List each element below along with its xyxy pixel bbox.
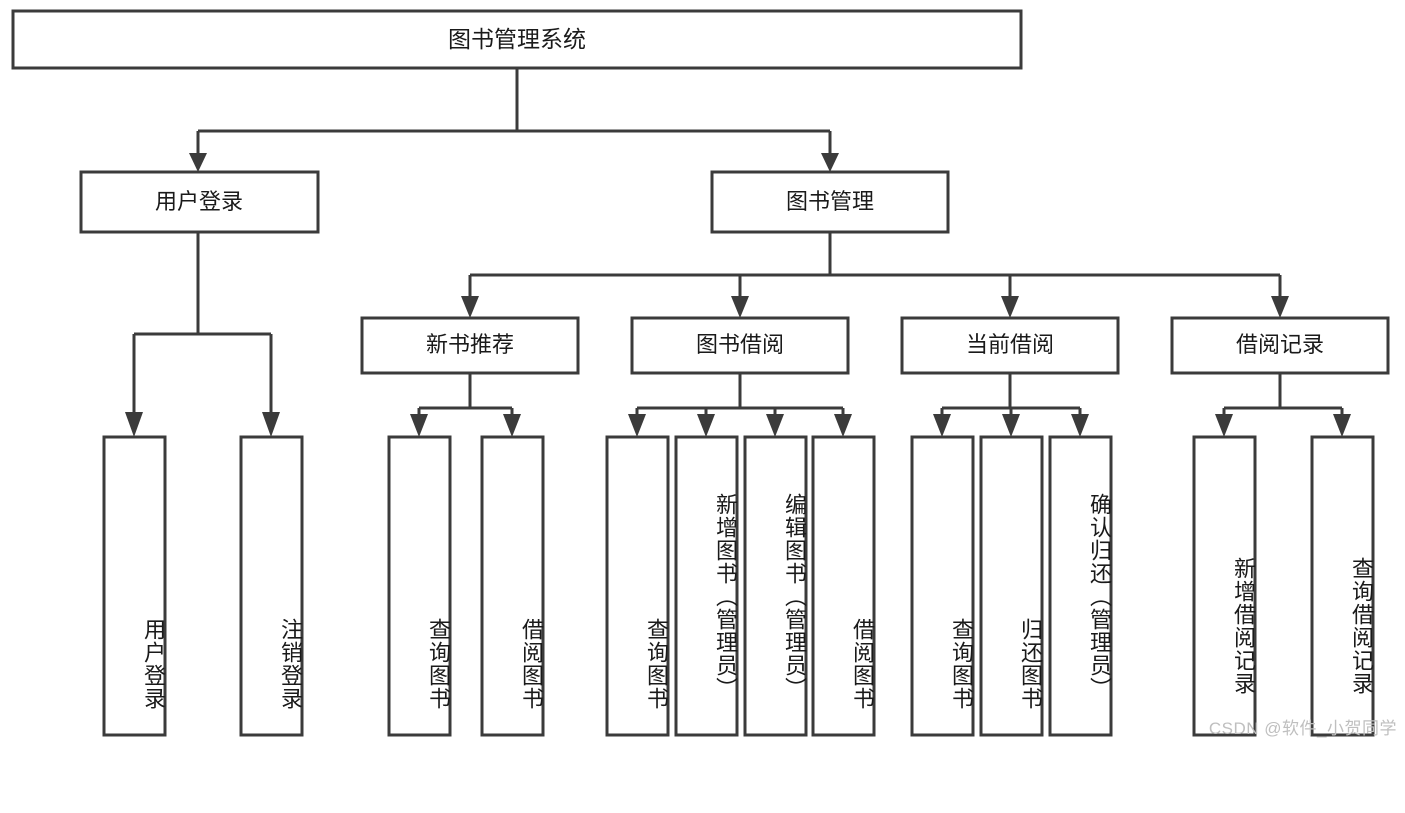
leaf-query-book-3-rect[interactable] xyxy=(910,435,975,737)
arrow-head-leaf-borrow-book-2 xyxy=(834,414,852,437)
leaf-query-book-1-rect[interactable] xyxy=(387,435,452,737)
leaf-add-book-rect[interactable] xyxy=(674,435,739,737)
leaf-query-book-2-rect[interactable] xyxy=(605,435,670,737)
arrow-head-leaf-query-record xyxy=(1333,414,1351,437)
node-book-manage-rect[interactable] xyxy=(710,170,950,234)
leaf-add-record-rect[interactable] xyxy=(1192,435,1257,737)
arrow-head-borrow-record xyxy=(1271,296,1289,318)
node-new-book-recommend[interactable]: 新书推荐 xyxy=(360,316,580,375)
arrow-head-leaf-add-book xyxy=(697,414,715,437)
node-new-book-recommend-rect[interactable] xyxy=(360,316,580,375)
leaf-edit-book-rect[interactable] xyxy=(743,435,808,737)
arrow-head-leaf-borrow-book-1 xyxy=(503,414,521,437)
node-book-borrow[interactable]: 图书借阅 xyxy=(630,316,850,375)
arrow-head-book-manage xyxy=(821,153,839,172)
arrow-head-leaf-add-record xyxy=(1215,414,1233,437)
arrow-head-current-borrow xyxy=(1001,296,1019,318)
leaf-return-book-rect[interactable] xyxy=(979,435,1044,737)
arrow-head-leaf-return-book xyxy=(1002,414,1020,437)
node-user-login-rect[interactable] xyxy=(79,170,320,234)
node-new-book-recommend-label: 新书推荐 xyxy=(426,332,514,357)
arrow-head-leaf-query-book-2 xyxy=(628,414,646,437)
connector-group xyxy=(125,68,1351,437)
leaf-borrow-book-1-rect[interactable] xyxy=(480,435,545,737)
node-current-borrow[interactable]: 当前借阅 xyxy=(900,316,1120,375)
arrow-head-leaf-user-logout xyxy=(262,412,280,437)
arrow-head-leaf-user-login xyxy=(125,412,143,437)
arrow-head-leaf-edit-book xyxy=(766,414,784,437)
arrow-head-user-login xyxy=(189,153,207,172)
node-root-rect[interactable] xyxy=(11,9,1023,70)
arrow-head-new-book-recommend xyxy=(461,296,479,318)
node-user-login[interactable]: 用户登录 xyxy=(79,170,320,234)
arrow-head-book-borrow xyxy=(731,296,749,318)
node-root-label: 图书管理系统 xyxy=(448,26,586,52)
leaf-borrow-book-2-rect[interactable] xyxy=(811,435,876,737)
leaf-user-login-rect[interactable] xyxy=(102,435,167,737)
node-current-borrow-label: 当前借阅 xyxy=(966,332,1054,357)
node-book-manage[interactable]: 图书管理 xyxy=(710,170,950,234)
node-borrow-record-rect[interactable] xyxy=(1170,316,1390,375)
node-book-borrow-rect[interactable] xyxy=(630,316,850,375)
leaf-query-record-rect[interactable] xyxy=(1310,435,1375,737)
arrow-head-leaf-query-book-1 xyxy=(410,414,428,437)
node-borrow-record[interactable]: 借阅记录 xyxy=(1170,316,1390,375)
watermark-text: CSDN @软件_小贺同学 xyxy=(1208,719,1397,738)
node-borrow-record-label: 借阅记录 xyxy=(1236,332,1324,357)
arrow-head-leaf-query-book-3 xyxy=(933,414,951,437)
diagram-canvas: 图书管理系统 用户登录 图书管理 新书推荐 图书借阅 当前借阅 借阅记录 xyxy=(11,9,1397,738)
arrow-head-leaf-confirm-return xyxy=(1071,414,1089,437)
leaf-confirm-return-rect[interactable] xyxy=(1048,435,1113,737)
leaf-user-logout-rect[interactable] xyxy=(239,435,304,737)
node-book-borrow-label: 图书借阅 xyxy=(696,332,784,357)
node-current-borrow-rect[interactable] xyxy=(900,316,1120,375)
node-root[interactable]: 图书管理系统 xyxy=(11,9,1023,70)
node-user-login-label: 用户登录 xyxy=(155,189,243,214)
hierarchy-diagram: 图书管理系统 用户登录 图书管理 新书推荐 图书借阅 当前借阅 借阅记录 xyxy=(11,9,1390,737)
node-book-manage-label: 图书管理 xyxy=(786,189,874,214)
